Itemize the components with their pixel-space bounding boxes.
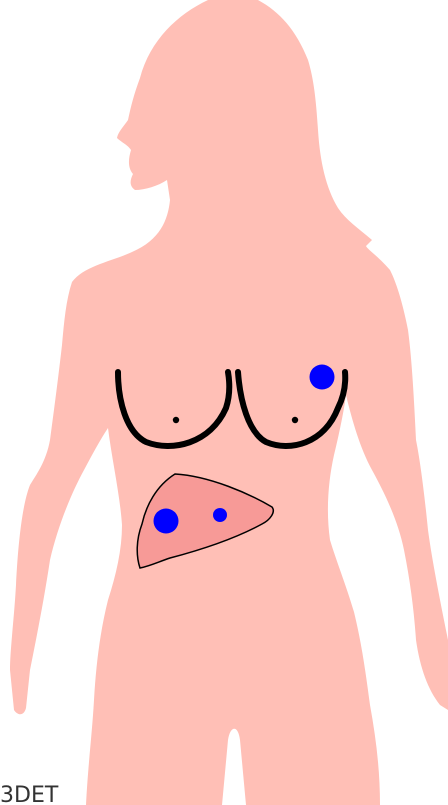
liver-lesion-small xyxy=(213,508,227,522)
left-nipple xyxy=(292,417,298,423)
right-nipple xyxy=(173,417,179,423)
breast-lesion xyxy=(310,365,335,390)
diagram-caption: 3DET xyxy=(0,785,58,805)
liver-lesion-large xyxy=(154,509,179,534)
